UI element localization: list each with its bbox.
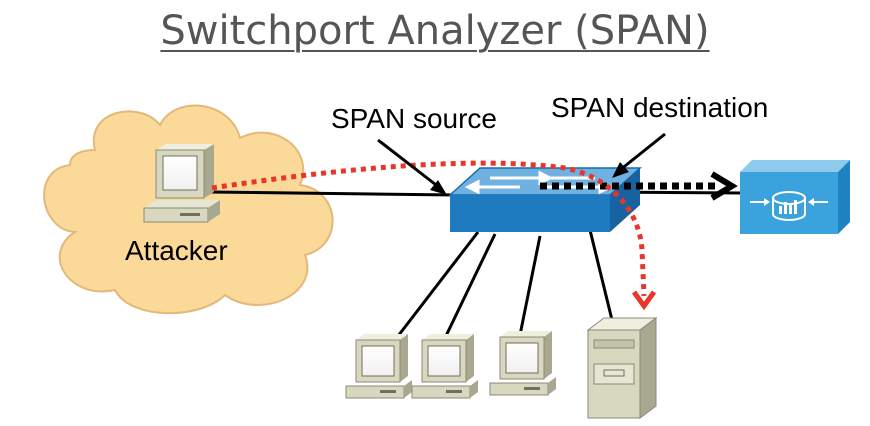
workstation-icon-2 <box>411 334 478 399</box>
workstation-icon-3 <box>489 331 556 396</box>
network-links <box>209 190 741 341</box>
page-title: Switchport Analyzer (SPAN) <box>160 8 710 54</box>
attack-traffic-path <box>211 160 647 297</box>
workstation-icon-1 <box>345 334 412 399</box>
span-destination-label: SPAN destination <box>551 92 768 123</box>
attack-traffic-arrowhead <box>631 290 657 311</box>
span-source-pointer <box>377 138 447 195</box>
server-icon <box>586 317 658 419</box>
switch-icon <box>448 167 642 232</box>
attacker-workstation-icon <box>143 144 220 223</box>
span-source-label: SPAN source <box>331 103 497 134</box>
mirror-traffic-arrow <box>540 171 738 201</box>
span-destination-pointer <box>612 132 666 178</box>
attacker-label: Attacker <box>125 235 228 266</box>
analyzer-icon <box>740 160 850 234</box>
